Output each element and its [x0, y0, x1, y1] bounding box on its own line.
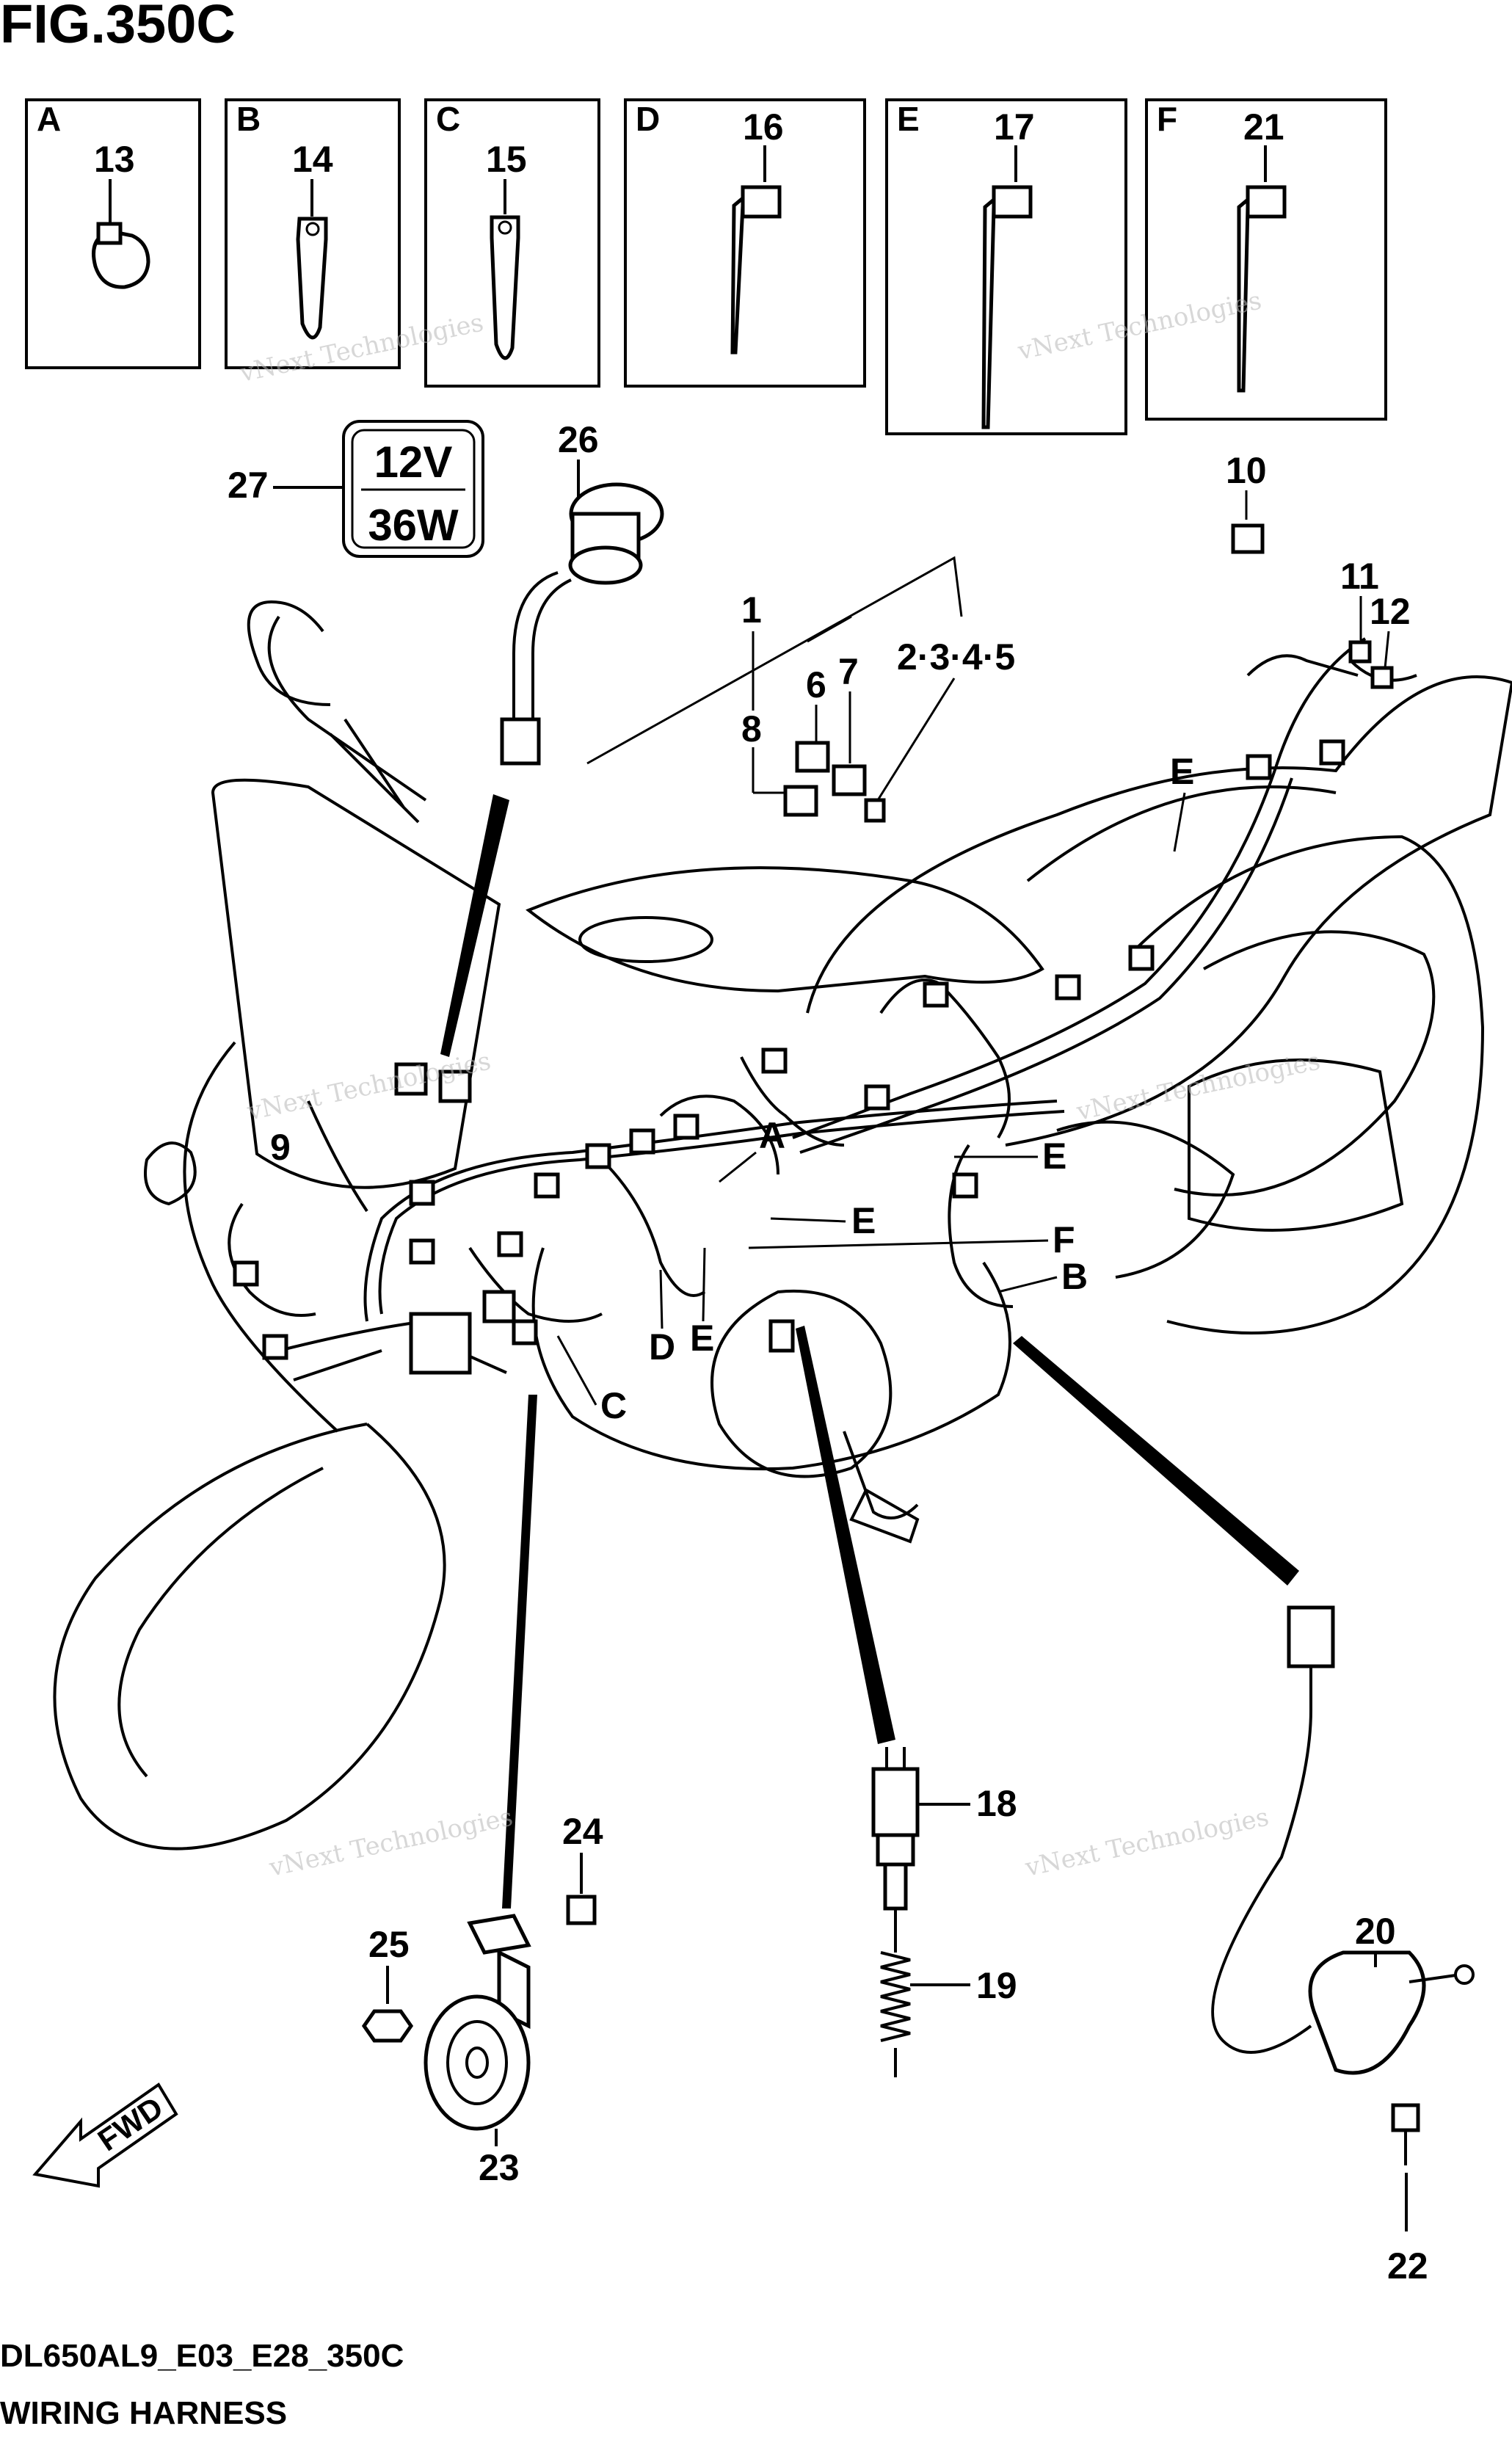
part-number-17: 17 — [994, 106, 1035, 148]
badge-voltage: 12V — [374, 437, 453, 487]
diagram-caption: WIRING HARNESS — [0, 2395, 287, 2431]
pointer-wedges — [440, 794, 1299, 1908]
part-number-7: 7 — [838, 651, 859, 692]
rating-badge: 12V 36W — [342, 420, 484, 558]
location-label-a: A — [759, 1115, 785, 1156]
part-number-9: 9 — [270, 1127, 291, 1168]
connector-part — [1231, 523, 1265, 554]
part-number-11: 11 — [1340, 556, 1379, 597]
cable-tie-part — [1237, 185, 1287, 393]
detail-box-letter: E — [897, 100, 920, 138]
detail-box-c: C 15 — [424, 98, 600, 388]
detail-box-e: E 17 — [885, 98, 1127, 435]
svg-text:vNext Technologies: vNext Technologies — [1022, 1802, 1272, 1883]
svg-text:vNext Technologies: vNext Technologies — [266, 1802, 516, 1883]
part-number-15: 15 — [486, 139, 527, 180]
svg-text:vNext Technologies: vNext Technologies — [1015, 286, 1265, 366]
cable-clamp-part — [92, 229, 150, 289]
part-number-23: 23 — [479, 2147, 520, 2188]
part-number-27: 27 — [228, 465, 269, 506]
detail-box-letter: C — [436, 100, 460, 138]
relay-parts — [783, 741, 886, 823]
location-label-b: B — [1061, 1256, 1088, 1297]
nut-part — [361, 2009, 414, 2043]
part-number-2-3-4-5: 2·3·4·5 — [897, 636, 1015, 678]
location-label-c: C — [600, 1385, 627, 1426]
part-number-20: 20 — [1355, 1911, 1396, 1952]
spring-part — [880, 1908, 911, 2077]
svg-text:vNext Technologies: vNext Technologies — [1074, 1046, 1323, 1127]
location-label-e3: E — [1042, 1136, 1066, 1177]
part-number-18: 18 — [976, 1783, 1017, 1824]
side-stand-switch-part — [1211, 1605, 1475, 2075]
detail-box-letter: D — [636, 100, 660, 138]
detail-box-b: B 14 — [225, 98, 401, 369]
brake-light-switch-part — [871, 1747, 920, 1911]
model-code: DL650AL9_E03_E28_350C — [0, 2338, 404, 2374]
cable-tie-part — [730, 185, 782, 355]
part-number-26: 26 — [558, 419, 599, 460]
detail-box-letter: B — [236, 100, 261, 138]
relay-leader-lines — [586, 556, 963, 801]
badge-wattage: 36W — [368, 501, 459, 550]
part-number-21: 21 — [1243, 106, 1284, 148]
bolt-part — [1391, 2103, 1420, 2165]
cable-tie-part — [981, 185, 1033, 429]
location-label-e2: E — [851, 1200, 876, 1241]
bolt-part — [566, 1895, 597, 1925]
svg-text:vNext Technologies: vNext Technologies — [237, 308, 487, 388]
wire-band-part — [296, 217, 328, 340]
location-label-f: F — [1053, 1219, 1075, 1260]
wire-band-part — [490, 215, 520, 360]
location-labels: A B C D E E E E F 9 — [270, 751, 1194, 1426]
part-number-14: 14 — [292, 139, 333, 180]
part-number-8: 8 — [741, 708, 762, 749]
detail-box-a: A 13 — [25, 98, 201, 369]
location-label-e1: E — [690, 1318, 714, 1359]
part-number-13: 13 — [94, 139, 135, 180]
location-label-e4: E — [1170, 751, 1194, 792]
detail-box-d: D 16 — [624, 98, 866, 388]
detail-box-letter: A — [37, 100, 61, 138]
detail-box-f: F 21 — [1145, 98, 1387, 421]
part-number-1: 1 — [741, 589, 762, 631]
part-number-19: 19 — [976, 1965, 1017, 2006]
figure-title: FIG.350C — [0, 0, 236, 54]
part-number-12: 12 — [1370, 591, 1411, 632]
part-number-24: 24 — [562, 1811, 603, 1852]
part-number-6: 6 — [806, 664, 826, 705]
part-number-16: 16 — [743, 106, 784, 148]
part-number-22: 22 — [1387, 2245, 1428, 2287]
part-number-10: 10 — [1226, 450, 1267, 491]
forward-direction-arrow: FWD — [32, 2082, 178, 2188]
detail-box-letter: F — [1157, 100, 1177, 138]
motorcycle-body — [53, 600, 1512, 1851]
location-label-d: D — [649, 1326, 675, 1368]
part-number-25: 25 — [368, 1924, 410, 1965]
horn-part — [424, 1914, 531, 2131]
wiring-harness-part — [228, 637, 1417, 1375]
accessory-socket-part — [500, 482, 664, 766]
